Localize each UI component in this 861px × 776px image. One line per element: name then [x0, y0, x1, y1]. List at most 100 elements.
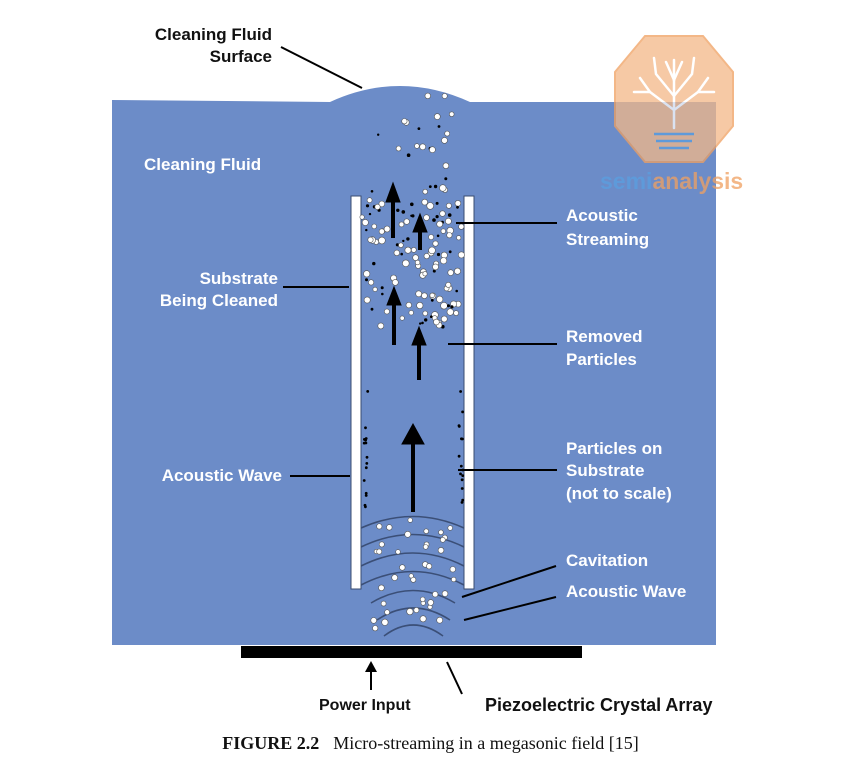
cavitation-bubble — [407, 517, 413, 523]
cavitation-bubble — [423, 544, 429, 550]
bubble — [412, 254, 419, 261]
bubble — [361, 219, 369, 226]
label-surface-line2: Surface — [210, 47, 272, 66]
bubble — [378, 228, 385, 235]
particle — [410, 202, 414, 207]
bubble — [368, 279, 375, 286]
cavitation-bubble — [378, 541, 385, 548]
bubble — [415, 290, 423, 298]
bubble — [440, 228, 446, 234]
streaming-arrows — [385, 181, 428, 512]
particle — [436, 234, 440, 238]
bubble — [371, 223, 377, 230]
substrate-particle — [460, 478, 464, 482]
cavitation-bubble — [436, 616, 444, 624]
cavitation-bubble — [423, 528, 429, 534]
label-piezo: Piezoelectric Crystal Array — [485, 695, 712, 715]
cavitation-bubble — [408, 573, 414, 579]
bubble — [366, 197, 373, 203]
cavitation-bubble — [437, 547, 445, 554]
particle — [455, 289, 459, 293]
tree-icon — [632, 56, 716, 130]
bubble — [456, 235, 462, 241]
particle — [401, 210, 406, 214]
bubble — [403, 218, 410, 225]
cavitation-bubble — [381, 618, 389, 626]
cavitation-bubble — [370, 617, 377, 624]
bubble — [433, 113, 441, 120]
bubble — [419, 143, 427, 151]
cavitation-bubble — [438, 529, 444, 535]
particle — [372, 261, 376, 266]
particle — [430, 315, 433, 319]
particle — [436, 252, 441, 257]
cavitation-bubble — [439, 536, 446, 543]
substrate-particle — [459, 464, 463, 468]
bubble — [444, 130, 451, 137]
bubble — [445, 202, 452, 209]
bubble — [424, 92, 431, 99]
bubble — [383, 225, 391, 233]
label-cleaning-fluid: Cleaning Fluid — [144, 155, 261, 174]
substrate-particle — [364, 438, 367, 442]
cavitation-bubble — [372, 625, 379, 632]
bubble — [445, 281, 452, 288]
bubble — [416, 301, 424, 309]
substrate-particle — [364, 426, 367, 430]
cavitation-bubble — [432, 591, 439, 598]
substrate-particle — [364, 491, 368, 495]
label-removed-line2: Particles — [566, 350, 637, 369]
bubble — [440, 302, 448, 310]
bubble — [432, 240, 439, 247]
bubble — [408, 310, 414, 316]
caption-figure-number: FIGURE 2.2 — [222, 733, 320, 753]
cavitation-bubble — [451, 576, 457, 583]
label-power-input: Power Input — [319, 697, 411, 714]
particle — [428, 185, 432, 189]
bubble — [440, 257, 448, 265]
cavitation-bubble — [420, 596, 426, 603]
substrate-particle — [461, 498, 465, 502]
bubble — [436, 220, 444, 228]
cavitation-bubble — [449, 566, 456, 573]
leader-lines — [280, 46, 557, 695]
bubble — [395, 145, 402, 152]
bubble — [398, 221, 405, 228]
bubble — [440, 315, 448, 323]
substrate-left — [350, 195, 362, 590]
bubble — [432, 263, 439, 271]
bubble — [426, 202, 434, 210]
label-particles-line1: Particles on — [566, 439, 662, 458]
substrate-particle — [362, 441, 366, 445]
particle — [435, 201, 439, 205]
cavitation-bubble — [427, 599, 434, 606]
particle — [406, 153, 411, 157]
bubble — [422, 310, 428, 317]
particle — [365, 278, 368, 282]
bubble — [367, 236, 374, 243]
label-substrate-line1: Substrate — [200, 269, 278, 288]
bubble — [423, 253, 430, 260]
bubble — [439, 210, 446, 217]
bubble — [428, 234, 434, 240]
bubble — [401, 118, 408, 125]
label-cavitation: Cavitation — [566, 551, 648, 570]
bubble — [374, 203, 381, 210]
cavitation-bubble — [406, 608, 414, 616]
bubble — [458, 223, 465, 230]
bubble — [429, 146, 436, 153]
bubble — [391, 279, 399, 286]
particle — [377, 133, 380, 136]
bubble — [446, 308, 454, 316]
bubble — [446, 232, 453, 239]
bubble — [439, 184, 447, 192]
bubble — [454, 267, 461, 275]
particle — [450, 305, 454, 309]
label-particles-line3: (not to scale) — [566, 484, 672, 503]
bubble — [441, 93, 448, 99]
bubble — [398, 242, 404, 248]
bubble — [453, 310, 459, 316]
bubble — [429, 292, 435, 299]
cavitation-bubble — [426, 563, 433, 570]
